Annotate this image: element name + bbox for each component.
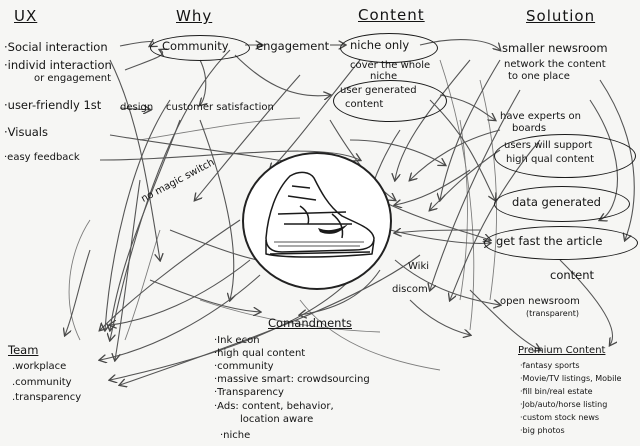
user-generated-oval (333, 80, 447, 122)
sneaker-emblem (242, 152, 392, 290)
community-oval (150, 35, 250, 61)
header-content: Content (358, 6, 425, 24)
header-why: Why (176, 7, 213, 25)
user-generated-label: user generated (340, 85, 417, 96)
premium-item: ·custom stock news (520, 413, 600, 422)
team-title: Team (8, 343, 39, 357)
have-experts-label: have experts on (500, 111, 581, 122)
open-newsroom-label: open newsroom (500, 296, 580, 307)
design-label: design (120, 102, 154, 113)
premium-item: ·big photos (520, 426, 565, 435)
engagement-label: engagement (256, 39, 330, 53)
team-item: .transparency (12, 392, 82, 403)
header-solution: Solution (526, 7, 596, 25)
team-item: .community (12, 377, 72, 388)
commandment-item: location aware (240, 414, 314, 425)
commandment-item: ·Transparency (214, 387, 284, 398)
premium-item: ·fill bin/real estate (520, 387, 593, 396)
high-qual-label: high qual content (506, 154, 595, 165)
get-fast-oval (484, 226, 638, 260)
customer-satisfaction-label: customer satisfaction (166, 102, 274, 113)
users-support-label: users will support (504, 140, 593, 151)
cover-whole-label: cover the whole (350, 60, 431, 71)
one-place-label: to one place (508, 71, 570, 82)
data-generated-label: data generated (512, 195, 601, 209)
ux-item: ·user-friendly 1st (4, 98, 102, 112)
niche-only-oval (340, 33, 438, 63)
commandments-title: Comandments (268, 316, 352, 330)
boards-label: boards (512, 123, 547, 134)
premium-title: Premium Content (518, 345, 606, 356)
data-generated-oval (494, 186, 630, 222)
ux-item: ·easy feedback (4, 152, 80, 163)
ux-item: ·Visuals (4, 125, 48, 139)
commandment-item: ·high qual content (214, 348, 306, 359)
commandment-item: ·massive smart: crowdsourcing (214, 374, 370, 385)
premium-item: ·fantasy sports (520, 361, 580, 370)
ux-item: ·Social interaction (4, 40, 108, 54)
commandment-item: ·Ads: content, behavior, (214, 401, 334, 412)
wiki-label: Wiki (408, 261, 430, 272)
premium-item: ·Movie/TV listings, Mobile (520, 374, 622, 383)
content-solution-label: content (550, 268, 595, 282)
premium-item: ·Job/auto/horse listing (520, 400, 608, 409)
discom-label: discom (392, 284, 428, 295)
ux-item: ·individ interaction (4, 58, 112, 72)
sneaker-icon (265, 171, 375, 258)
smaller-newsroom-label: smaller newsroom (502, 41, 608, 55)
get-fast-label: get fast the article (496, 234, 603, 248)
content-label: content (345, 99, 384, 110)
commandment-item: ·Ink econ (214, 335, 260, 346)
commandment-item: ·community (214, 361, 274, 372)
community-label: Community (162, 39, 229, 53)
users-support-oval (494, 134, 636, 178)
transparent-label: (transparent) (526, 309, 580, 318)
niche-only-label: niche only (350, 38, 410, 52)
header-ux: UX (14, 7, 38, 25)
commandment-item: ·niche (220, 430, 251, 441)
network-label: network the content (504, 59, 606, 70)
ux-item: or engagement (34, 73, 112, 84)
niche-label: niche (370, 71, 398, 82)
team-item: .workplace (12, 361, 67, 372)
